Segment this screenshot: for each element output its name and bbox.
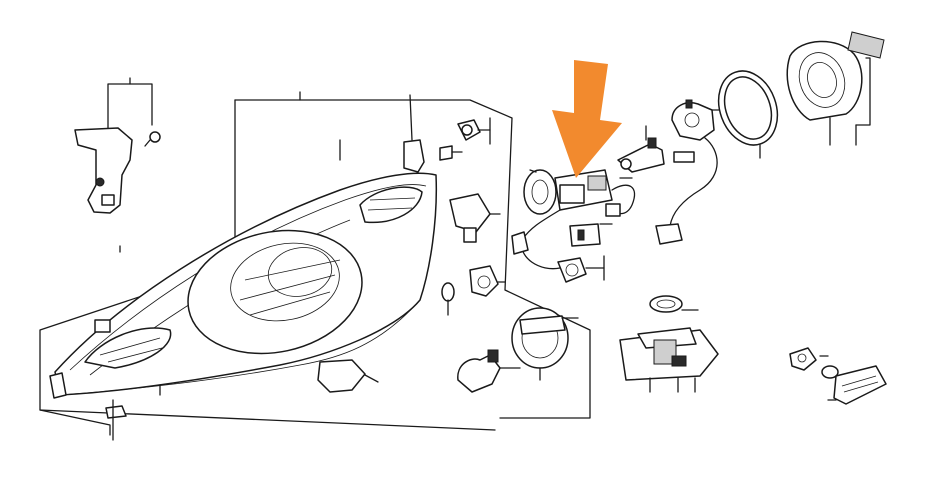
high-beam-bulb [655,99,729,245]
side-marker-bulbs [439,117,506,316]
highlight-arrow [552,60,622,178]
hid-igniter-assembly [511,169,636,283]
gasket-ring [717,70,779,159]
hid-bulb [617,125,665,173]
mounting-bracket [74,77,161,214]
washer [649,295,699,313]
headlight-housing [49,94,438,441]
hid-ballast-unit [619,327,719,393]
low-beam-bulb [457,307,579,393]
dust-cover [786,31,885,146]
side-marker-lamp [789,347,887,405]
